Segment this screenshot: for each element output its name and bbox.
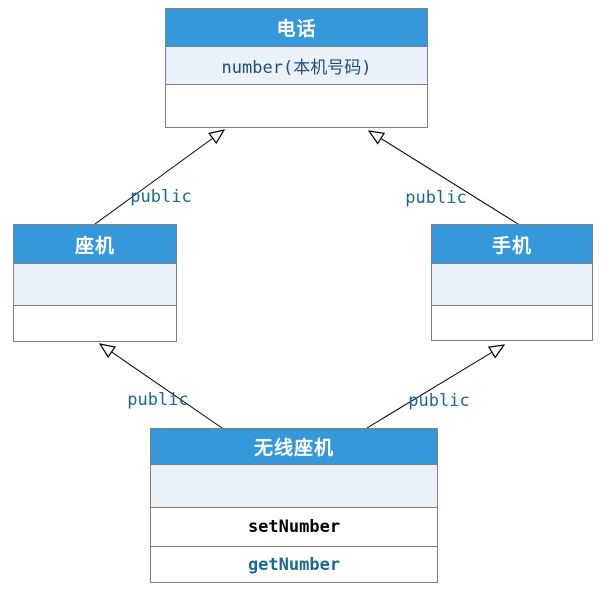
- class-attributes-empty: [14, 263, 176, 305]
- class-methods-empty: [432, 305, 592, 340]
- class-title: 无线座机: [151, 429, 437, 464]
- relationship-label-public: public: [127, 390, 189, 410]
- class-title: 手机: [432, 225, 592, 263]
- edge-wuxianzuoji-to-shouji: [366, 345, 504, 429]
- class-attributes-empty: [432, 263, 592, 305]
- class-attribute: number(本机号码): [166, 46, 427, 84]
- class-attributes-empty: [151, 464, 437, 507]
- class-node-zuoji[interactable]: 座机: [13, 224, 177, 342]
- relationship-label-public: public: [405, 188, 467, 208]
- class-method-setnumber: setNumber: [151, 507, 437, 546]
- class-methods-empty: [166, 84, 427, 127]
- class-title: 电话: [166, 9, 427, 46]
- class-methods-empty: [14, 305, 176, 341]
- edge-shouji-to-dianhua: [369, 131, 519, 225]
- class-method-getnumber: getNumber: [151, 546, 437, 582]
- class-node-shouji[interactable]: 手机: [431, 224, 593, 341]
- edge-wuxianzuoji-to-zuoji: [100, 344, 223, 429]
- relationship-label-public: public: [408, 391, 470, 411]
- edge-zuoji-to-dianhua: [94, 130, 224, 225]
- class-title: 座机: [14, 225, 176, 263]
- class-node-wuxianzuoji[interactable]: 无线座机 setNumber getNumber: [150, 428, 438, 583]
- class-node-dianhua[interactable]: 电话 number(本机号码): [165, 8, 428, 128]
- relationship-label-public: public: [130, 187, 192, 207]
